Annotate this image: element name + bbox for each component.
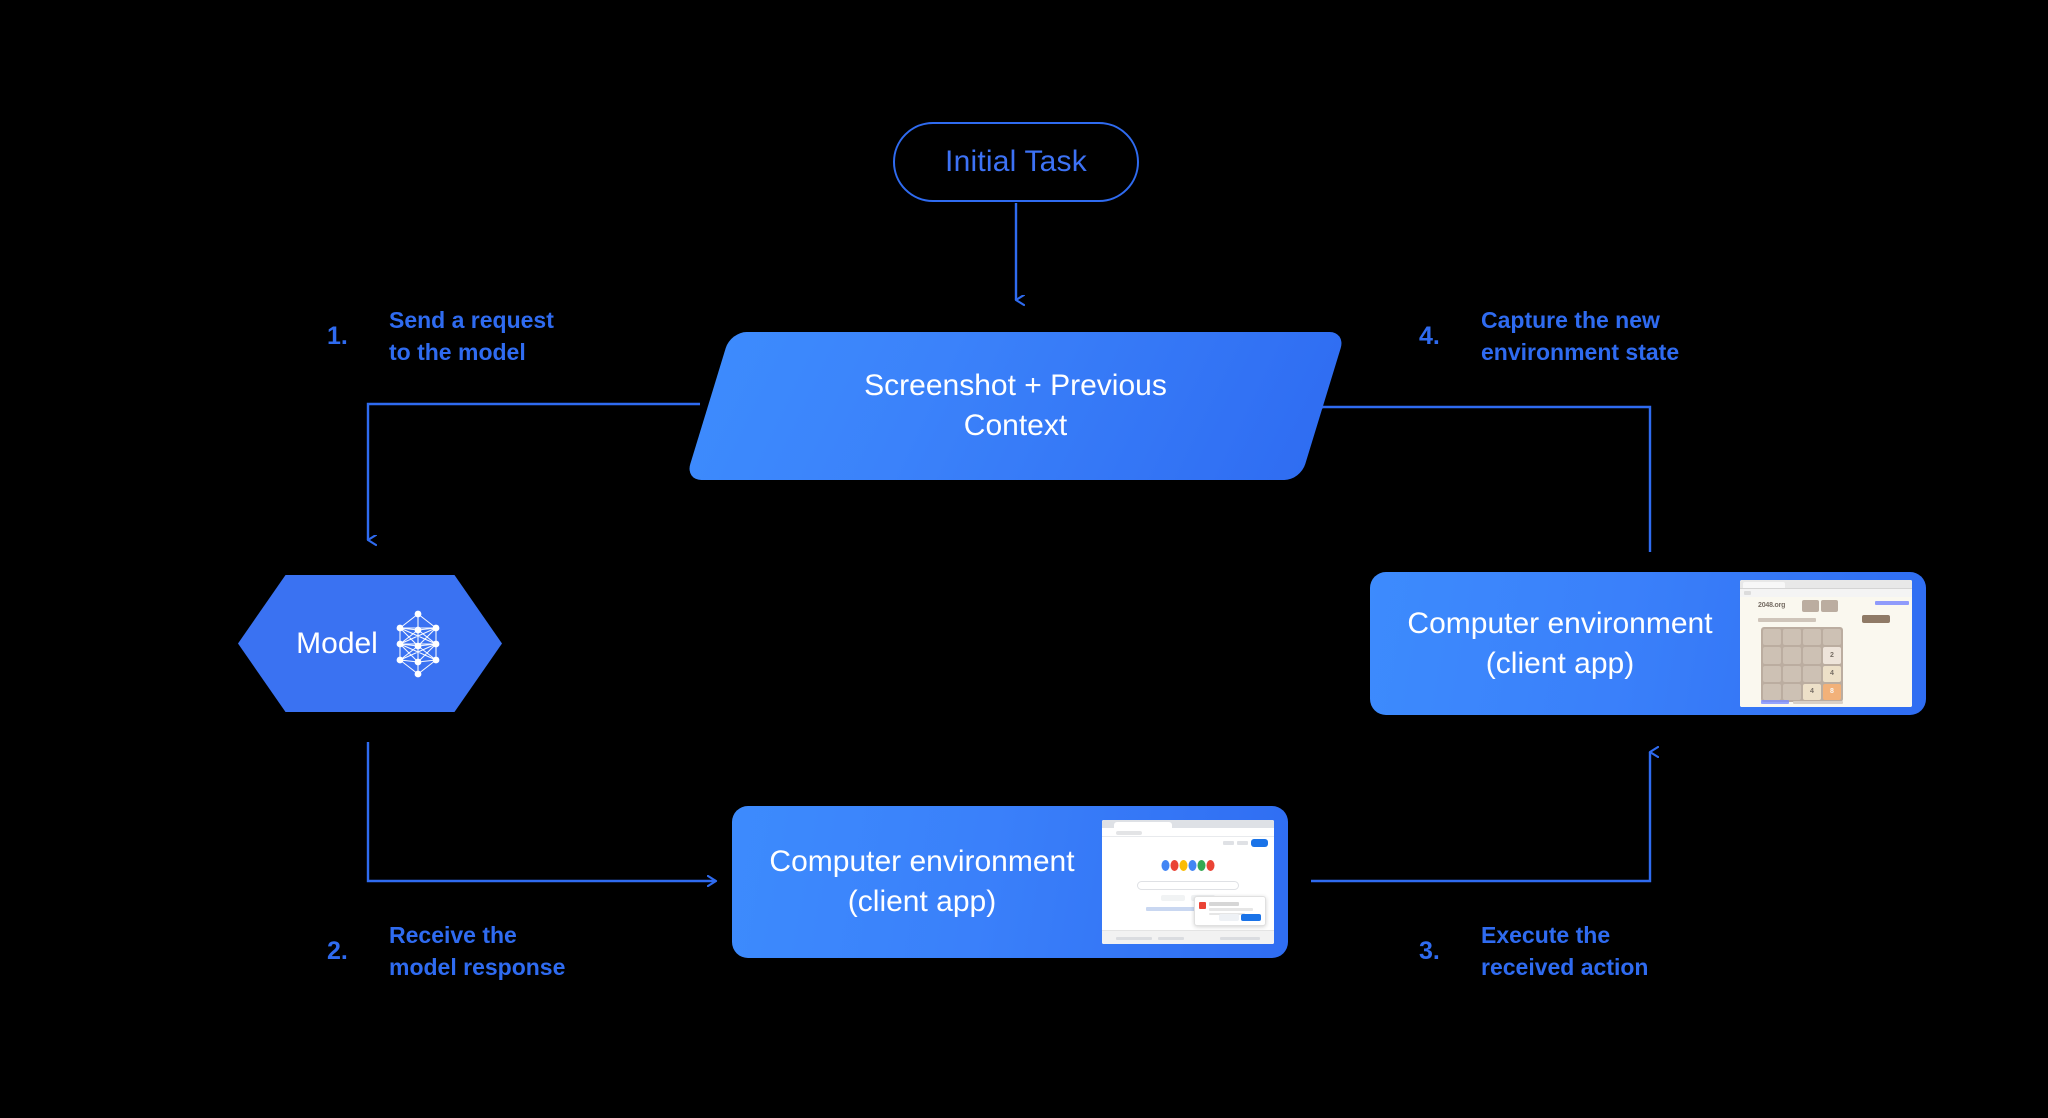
dialog-body-line xyxy=(1209,908,1253,911)
new-game-button[interactable] xyxy=(1862,615,1890,623)
step-1: 1. Send a request to the model xyxy=(327,305,554,368)
footer-link xyxy=(1158,937,1184,940)
tile: 8 xyxy=(1823,683,1841,700)
model-node[interactable]: Model xyxy=(238,575,502,712)
url-text xyxy=(1116,830,1142,835)
browser-titlebar xyxy=(1740,580,1912,589)
env-right-line2: (client app) xyxy=(1485,646,1635,680)
step-1-number: 1. xyxy=(327,322,348,351)
context-node[interactable]: Screenshot + Previous Context xyxy=(685,332,1346,480)
step-2-number: 2. xyxy=(327,937,348,966)
game-2048-scoreboard xyxy=(1802,600,1838,612)
env-right-thumbnail[interactable]: 2048.org 2 xyxy=(1740,580,1912,707)
context-node-text: Screenshot + Previous Context xyxy=(708,332,1323,480)
tile xyxy=(1803,629,1821,646)
env-bottom-line1: Computer environment xyxy=(769,845,1075,879)
tile xyxy=(1763,629,1781,646)
best-box xyxy=(1821,600,1838,612)
google-logo-icon xyxy=(1161,860,1215,871)
step-4: 4. Capture the new environment state xyxy=(1419,305,1679,368)
gmail-link xyxy=(1223,841,1234,845)
step-3-text: Execute the received action xyxy=(1481,922,1649,980)
footer-text xyxy=(1793,700,1843,704)
game-2048-screenshot: 2048.org 2 xyxy=(1740,580,1912,707)
footer-link xyxy=(1761,700,1789,704)
google-topright-nav xyxy=(1223,839,1268,847)
context-node-line2: Context xyxy=(963,409,1068,442)
model-node-shape xyxy=(238,575,502,712)
tile xyxy=(1803,665,1821,682)
browser-tab xyxy=(1114,821,1172,828)
tile xyxy=(1763,647,1781,664)
google-search-screenshot xyxy=(1102,820,1274,944)
tile xyxy=(1803,647,1821,664)
neural-network-icon xyxy=(396,610,440,677)
env-right-line1: Computer environment xyxy=(1407,606,1713,640)
score-box xyxy=(1802,600,1819,612)
step-2: 2. Receive the model response xyxy=(327,920,565,983)
tile xyxy=(1783,665,1801,682)
model-node-content: Model xyxy=(238,575,502,712)
browser-urlbar xyxy=(1740,589,1912,597)
header-links xyxy=(1875,601,1909,605)
env-bottom-label: Computer environment (client app) xyxy=(732,842,1102,921)
language-links xyxy=(1146,907,1230,911)
step-3: 3. Execute the received action xyxy=(1419,920,1648,983)
dialog-title xyxy=(1209,902,1239,906)
model-node-label: Model xyxy=(296,626,378,660)
tile xyxy=(1783,629,1801,646)
game-subtitle xyxy=(1758,618,1816,622)
footer-link xyxy=(1220,937,1260,940)
game-2048-grid: 2 4 4 8 xyxy=(1761,627,1843,702)
google-search-button[interactable] xyxy=(1161,895,1185,901)
wire-model-to-env-bottom xyxy=(366,742,716,881)
popup-dialog[interactable] xyxy=(1194,896,1266,926)
game-2048-title: 2048.org xyxy=(1758,602,1786,609)
initial-task-node[interactable]: Initial Task xyxy=(893,122,1139,202)
wire-env-right-to-context xyxy=(1323,407,1652,552)
step-1-text: Send a request to the model xyxy=(389,307,554,365)
browser-tab xyxy=(1743,581,1785,588)
google-footer xyxy=(1102,930,1274,944)
step-4-text: Capture the new environment state xyxy=(1481,307,1680,365)
env-right-node[interactable]: Computer environment (client app) 2048.o… xyxy=(1370,572,1926,715)
footer-link xyxy=(1116,937,1152,940)
initial-task-label: Initial Task xyxy=(945,145,1087,178)
wire-env-bottom-to-env-right xyxy=(1311,752,1650,883)
url-chip xyxy=(1744,591,1751,595)
env-bottom-node[interactable]: Computer environment (client app) xyxy=(732,806,1288,958)
tile xyxy=(1763,683,1781,700)
tile xyxy=(1823,629,1841,646)
tile xyxy=(1783,683,1801,700)
tile: 2 xyxy=(1823,647,1841,664)
tile: 4 xyxy=(1803,683,1821,700)
env-bottom-thumbnail[interactable] xyxy=(1102,820,1274,944)
sign-in-button[interactable] xyxy=(1251,839,1268,847)
step-3-number: 3. xyxy=(1419,937,1440,966)
google-search-input[interactable] xyxy=(1137,881,1239,890)
env-right-label: Computer environment (client app) xyxy=(1370,604,1740,683)
images-link xyxy=(1237,841,1248,845)
tile xyxy=(1783,647,1801,664)
tile: 4 xyxy=(1823,665,1841,682)
context-node-line1: Screenshot + Previous xyxy=(864,369,1167,403)
env-bottom-line2: (client app) xyxy=(847,885,997,918)
browser-urlbar xyxy=(1102,828,1274,837)
browser-chrome xyxy=(1102,820,1274,828)
dialog-cancel-button[interactable] xyxy=(1219,914,1239,921)
step-2-text: Receive the model response xyxy=(389,922,566,980)
dialog-icon xyxy=(1199,902,1206,909)
dialog-body-line xyxy=(1209,912,1245,915)
tile xyxy=(1763,665,1781,682)
step-4-number: 4. xyxy=(1419,322,1440,351)
wire-context-to-model xyxy=(366,402,700,540)
dialog-confirm-button[interactable] xyxy=(1241,914,1261,921)
